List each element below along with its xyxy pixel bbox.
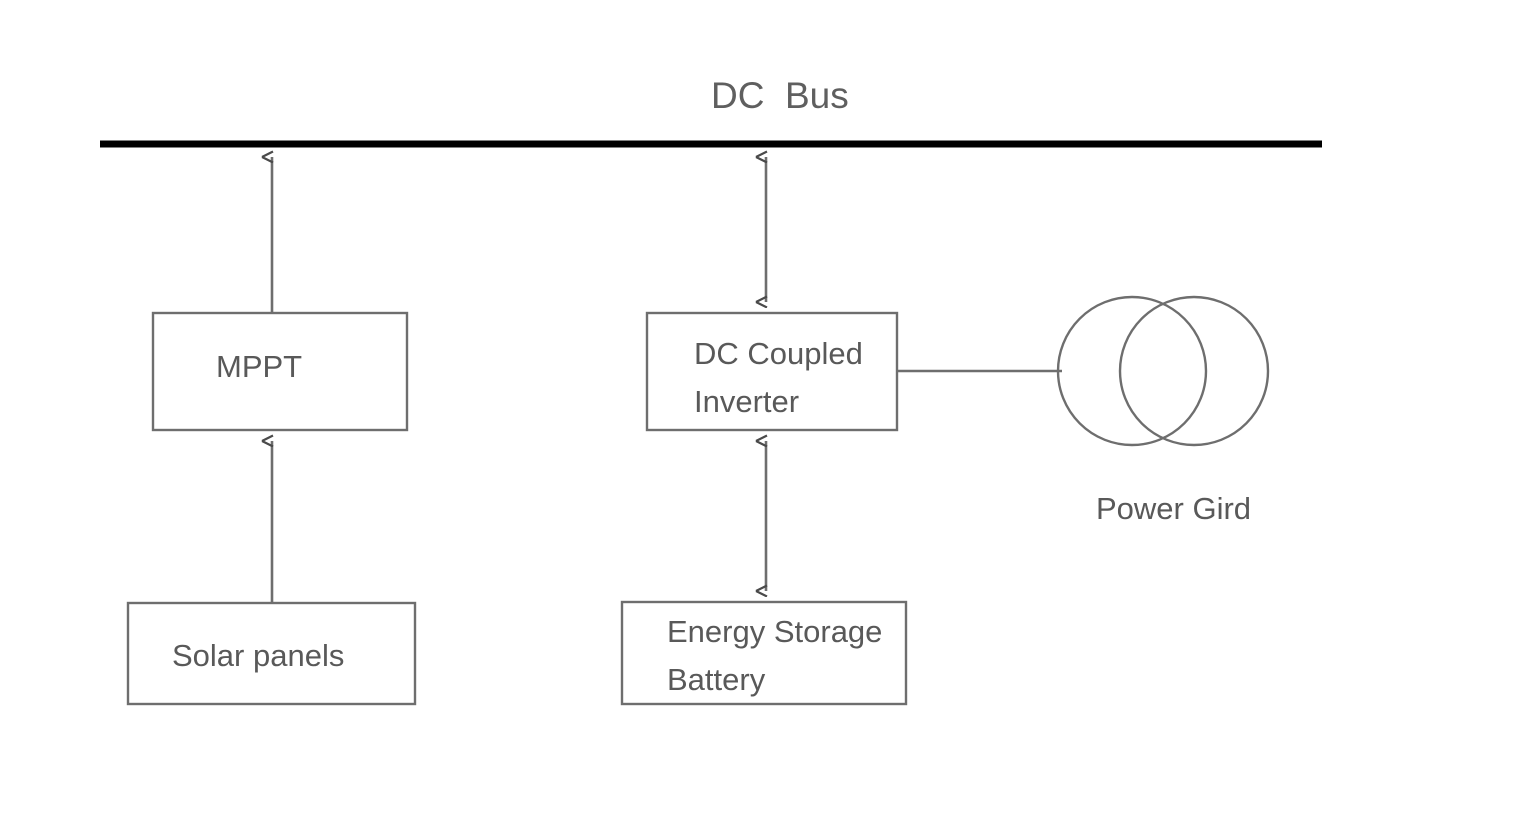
block-energy-storage-battery[interactable]: [620, 600, 908, 706]
power-grid-circle-left[interactable]: [1056, 295, 1208, 447]
dc-bus-title: DC Bus: [711, 75, 849, 116]
block-solar-panels[interactable]: [126, 601, 417, 706]
battery-label-line-1: Energy Storage: [667, 614, 883, 649]
block-label-solar-panels: Solar panels: [172, 638, 345, 673]
block-label-mppt: MPPT: [216, 349, 303, 384]
inverter-label-line-1: DC Coupled: [694, 336, 863, 371]
block-mppt[interactable]: [151, 311, 409, 432]
power-grid-circle-right[interactable]: [1118, 295, 1270, 447]
inverter-label-line-2: Inverter: [694, 384, 800, 419]
power-grid-caption: Power Gird: [1096, 491, 1252, 526]
block-dc-coupled-inverter[interactable]: [645, 311, 899, 432]
battery-label-line-2: Battery: [667, 662, 766, 697]
